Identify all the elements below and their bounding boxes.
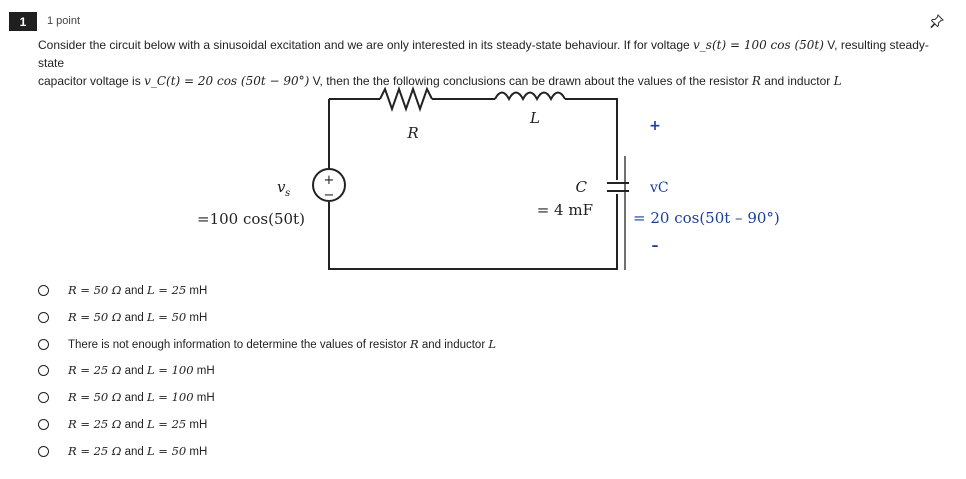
option-r-value: R = 25 Ω (68, 417, 122, 431)
inductor-label: L (529, 109, 540, 127)
question-points: 1 point (47, 15, 81, 27)
vs-expression: v_s(t) = 100 cos (50t) (693, 38, 824, 52)
vs-subscript: s (285, 188, 290, 199)
option-r-value: R = 50 Ω (68, 390, 122, 404)
capacitor-label: C (576, 178, 588, 196)
option-text: and (121, 446, 148, 458)
option-text: and (121, 312, 148, 324)
radio-icon[interactable] (38, 284, 49, 296)
wire (565, 98, 618, 180)
option-r-value: R (410, 337, 419, 351)
option-l-value: L = 100 (147, 363, 194, 377)
resistor (379, 85, 433, 113)
capacitor-value: = 4 mF (537, 201, 593, 219)
option-label: There is not enough information to deter… (68, 337, 496, 351)
source-minus: − (324, 188, 335, 203)
option-label: R = 50 Ω and L = 50 mH (68, 310, 207, 324)
radio-icon[interactable] (38, 391, 49, 403)
option-l-value: L = 100 (147, 390, 194, 404)
answer-option[interactable]: R = 50 Ω and L = 50 mH (38, 308, 207, 326)
option-unit: mH (186, 419, 208, 431)
r-symbol: R (751, 74, 761, 88)
question-text-part: Consider the circuit below with a sinuso… (38, 38, 694, 52)
option-unit: mH (186, 312, 208, 324)
question-text-part: capacitor voltage is (38, 74, 145, 88)
answer-option[interactable]: R = 25 Ω and L = 25 mH (38, 415, 207, 433)
option-label: R = 25 Ω and L = 100 mH (68, 363, 215, 377)
option-label: R = 50 Ω and L = 25 mH (68, 283, 207, 297)
answer-option[interactable]: There is not enough information to deter… (38, 335, 496, 353)
question-text: Consider the circuit below with a sinuso… (38, 36, 948, 90)
vc-plus: + (649, 118, 661, 134)
vc-minus: – (652, 238, 659, 254)
question-text-part: V, resulting steady-state (38, 38, 929, 70)
option-label: R = 25 Ω and L = 50 mH (68, 444, 207, 458)
option-r-value: R = 25 Ω (68, 363, 122, 377)
option-r-value: R = 50 Ω (68, 310, 122, 324)
resistor-label: R (406, 124, 418, 142)
option-text: and (121, 285, 148, 297)
option-text: and inductor (418, 339, 489, 351)
answer-option[interactable]: R = 50 Ω and L = 25 mH (38, 281, 207, 299)
radio-icon[interactable] (38, 311, 49, 323)
voltage-source (312, 168, 346, 202)
question-text-part: V, then the the following conclusions ca… (309, 74, 752, 88)
radio-icon[interactable] (38, 418, 49, 430)
option-l-value: L = 50 (147, 310, 187, 324)
l-symbol: L (833, 74, 842, 88)
option-l-value: L (488, 337, 496, 351)
vc-expression: v_C(t) = 20 cos (50t − 90°) (144, 74, 310, 88)
option-text: and (121, 365, 148, 377)
question-number: 1 (9, 12, 37, 31)
option-r-value: R = 25 Ω (68, 444, 122, 458)
pin-icon[interactable] (929, 14, 945, 30)
vs-label: v (277, 178, 286, 196)
radio-icon[interactable] (38, 338, 49, 350)
answer-option[interactable]: R = 50 Ω and L = 100 mH (38, 388, 215, 406)
inductor (494, 91, 566, 102)
option-unit: mH (186, 285, 208, 297)
option-label: R = 50 Ω and L = 100 mH (68, 390, 215, 404)
option-unit: mH (186, 446, 208, 458)
circuit-diagram: + − R L C = 4 mF v s =100 cos(50t) + vC … (197, 85, 780, 270)
option-text: and (121, 392, 148, 404)
option-l-value: L = 25 (147, 417, 187, 431)
radio-icon[interactable] (38, 445, 49, 457)
option-text: and (121, 419, 148, 431)
question-text-part: and inductor (760, 74, 834, 88)
vc-label: vC (649, 180, 669, 196)
option-r-value: R = 50 Ω (68, 283, 122, 297)
answer-option[interactable]: R = 25 Ω and L = 50 mH (38, 442, 207, 460)
vs-value: =100 cos(50t) (197, 210, 305, 228)
option-l-value: L = 25 (147, 283, 187, 297)
option-unit: mH (193, 365, 215, 377)
vc-value: = 20 cos(50t – 90°) (633, 209, 780, 227)
source-plus: + (324, 173, 335, 188)
option-l-value: L = 50 (147, 444, 187, 458)
option-text: There is not enough information to deter… (68, 339, 410, 351)
answer-option[interactable]: R = 25 Ω and L = 100 mH (38, 361, 215, 379)
option-unit: mH (193, 392, 215, 404)
wire (328, 194, 618, 270)
option-label: R = 25 Ω and L = 25 mH (68, 417, 207, 431)
radio-icon[interactable] (38, 364, 49, 376)
